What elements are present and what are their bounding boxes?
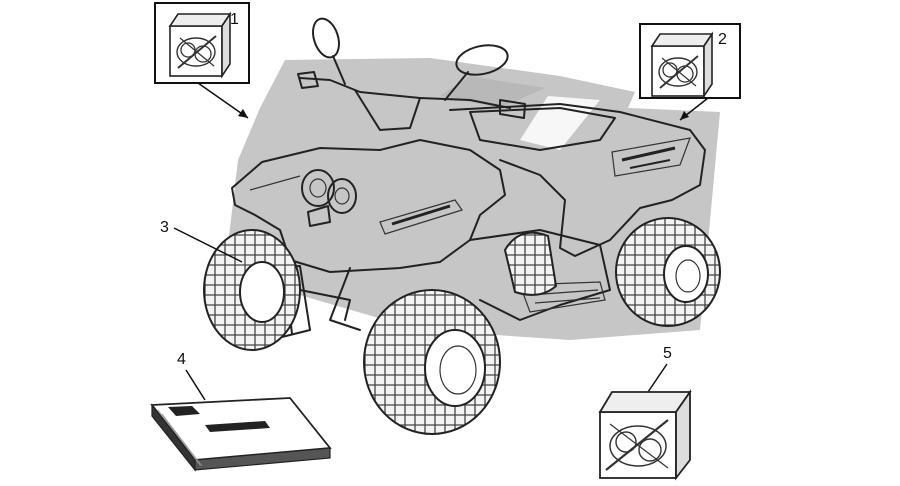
callout-4-owners-manual: 4 <box>152 351 330 470</box>
callout-label-4: 4 <box>177 351 186 368</box>
callout-5-sticker-kit: 5 <box>600 345 690 478</box>
sticker-kit-icon <box>600 392 690 478</box>
callout-label-3: 3 <box>160 219 169 236</box>
sticker-kit-icon <box>170 14 230 76</box>
callout-2-sticker-kit: 2 <box>640 24 740 120</box>
callout-label-5: 5 <box>663 345 672 362</box>
callout-label-1: 1 <box>230 11 239 28</box>
callout-1-sticker-kit: 1 <box>155 3 249 118</box>
callout-label-2: 2 <box>718 31 727 48</box>
sticker-kit-icon <box>652 34 712 96</box>
owners-manual-icon <box>152 398 330 470</box>
